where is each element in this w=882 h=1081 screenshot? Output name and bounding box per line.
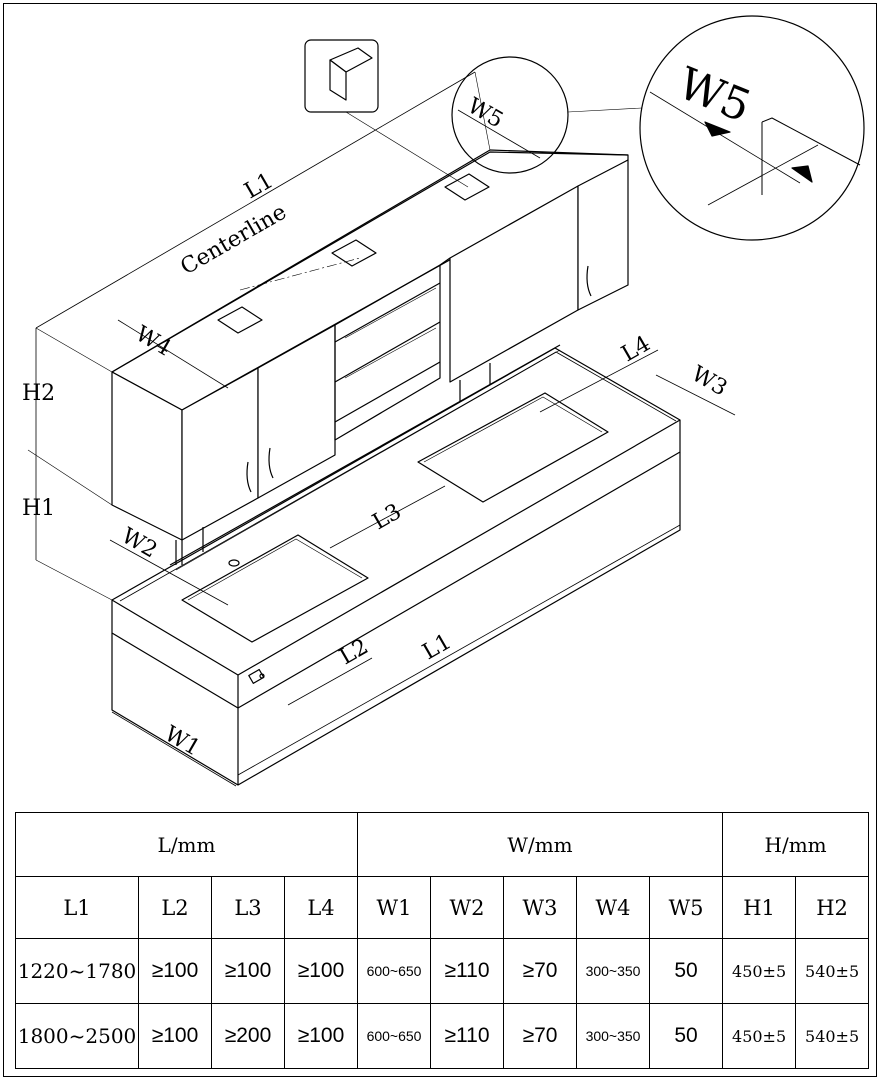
label-l1-bottom: L1 [419, 629, 456, 665]
label-w3: W3 [687, 362, 731, 402]
open-shelf-section [334, 264, 441, 441]
header-l3: L3 [211, 876, 285, 939]
label-w5-detail: W5 [671, 58, 758, 133]
cabinet-diagram: L1 Centerline W4 W5 W5 H2 H1 W2 L3 L4 W3… [22, 15, 865, 787]
mount-plate-3 [444, 173, 490, 201]
outlet-icon [259, 673, 265, 679]
table-cell: ≥100 [138, 1003, 212, 1069]
w5-arrow-icon [704, 121, 731, 137]
table-cell: 50 [649, 938, 724, 1004]
table-cell: 300~350 [576, 938, 651, 1004]
sink-left [181, 534, 369, 643]
header-h2: H2 [795, 876, 870, 939]
header-w4: W4 [576, 876, 651, 939]
w5-detail-circle [639, 15, 865, 241]
label-l4: L4 [618, 331, 655, 367]
table-cell: 1800~2500 [15, 1003, 139, 1069]
drawing-frame [3, 3, 877, 1077]
table-cell: ≥70 [503, 1003, 578, 1069]
label-centerline: Centerline [177, 200, 291, 280]
mount-plate-1 [217, 306, 263, 334]
dimension-table: L/mm W/mm H/mm L1 L2 L3 L4 W1 W2 W3 W4 W… [14, 812, 870, 1069]
table-cell: 1220~1780 [15, 938, 139, 1004]
header-w5: W5 [649, 876, 724, 939]
group-length: L/mm [14, 812, 359, 877]
table-cell: ≥100 [138, 938, 212, 1004]
table-row: 1800~2500 ≥100 ≥200 ≥100 600~650 ≥110 ≥7… [15, 1003, 870, 1069]
header-l1: L1 [15, 876, 139, 939]
label-l2: L2 [336, 634, 373, 670]
table-cell: 540±5 [795, 1003, 870, 1069]
sink-right [417, 392, 609, 503]
header-l4: L4 [283, 876, 359, 939]
header-l2: L2 [138, 876, 212, 939]
table-cell: ≥110 [430, 938, 505, 1004]
table-cell: 450±5 [722, 938, 797, 1004]
table-cell: 540±5 [795, 938, 870, 1004]
header-w1: W1 [357, 876, 432, 939]
label-h2: H2 [22, 381, 55, 406]
table-cell: 450±5 [722, 1003, 797, 1069]
header-w3: W3 [503, 876, 578, 939]
group-width: W/mm [357, 812, 724, 877]
table-cell: 50 [649, 1003, 724, 1069]
table-cell: ≥100 [211, 938, 285, 1004]
group-height: H/mm [722, 812, 870, 877]
table-cell: 600~650 [357, 938, 432, 1004]
header-h1: H1 [722, 876, 797, 939]
header-w2: W2 [430, 876, 505, 939]
table-cell: 300~350 [576, 1003, 651, 1069]
table-cell: 600~650 [357, 1003, 432, 1069]
label-l1-top: L1 [240, 168, 277, 204]
bracket-detail-box [304, 39, 379, 113]
table-cell: ≥70 [503, 938, 578, 1004]
table-cell: ≥110 [430, 1003, 505, 1069]
table-cell: ≥100 [283, 1003, 359, 1069]
w5-callout-circle [451, 56, 569, 174]
table-row: 1220~1780 ≥100 ≥100 ≥100 600~650 ≥110 ≥7… [15, 938, 870, 1004]
label-w1: W1 [160, 722, 204, 762]
table-cell: ≥200 [211, 1003, 285, 1069]
table-cell: ≥100 [283, 938, 359, 1004]
label-w5: W5 [463, 94, 507, 134]
label-w2: W2 [117, 524, 161, 564]
door-handle-icon [246, 461, 252, 493]
label-h1: H1 [22, 496, 55, 521]
